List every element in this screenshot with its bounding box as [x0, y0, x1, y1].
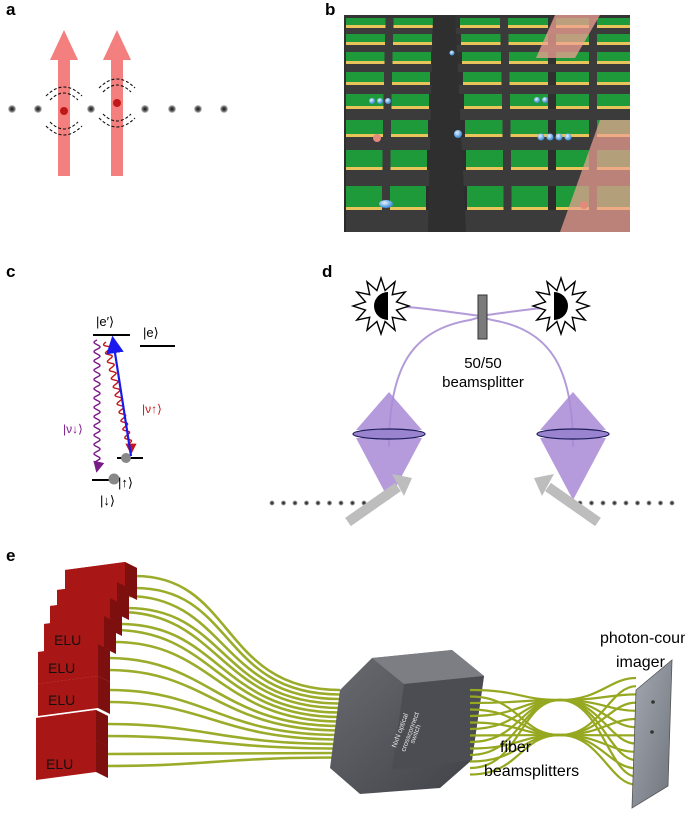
atom [315, 500, 321, 506]
beamsplitter-ratio: 50/50 [464, 355, 502, 372]
atom-row [8, 99, 228, 115]
beamsplitter-label: beamsplitter [442, 374, 524, 391]
fiber-cables [105, 574, 341, 768]
elu-box: ELU [36, 740, 108, 780]
atom [349, 500, 356, 506]
optical-switch: NxN optical crossconnect switch [330, 650, 484, 794]
atom [269, 500, 275, 506]
beamsplitter-plate [477, 294, 488, 340]
drive-arrow-left [345, 474, 412, 527]
ion-markers [369, 50, 588, 209]
panel-label-d: d [322, 262, 333, 281]
atom [588, 500, 595, 506]
fiber-label-line2: beamsplitters [484, 763, 579, 780]
excitation-arrow [106, 335, 133, 457]
photon-wave-down [93, 339, 105, 473]
lens-right [536, 392, 610, 500]
panel-b-trap-grid [344, 15, 630, 232]
atom-chain-right [577, 500, 675, 506]
atom [611, 500, 618, 506]
panel-label-e: e [6, 546, 16, 565]
detector-left [350, 275, 412, 337]
imager-label-line2: imager [616, 654, 666, 671]
elu-label: ELU [48, 660, 75, 676]
elu-label: ELU [46, 756, 73, 772]
panel-c-level-diagram: |e′⟩ |e⟩ |ν↓⟩ |ν↑⟩ |↓⟩ |↑⟩ [63, 314, 175, 508]
fiber-beamsplitter-cables [469, 676, 637, 786]
panel-label-b: b [325, 0, 336, 19]
lens-left [352, 392, 426, 500]
label-ground-down: |↓⟩ [100, 493, 115, 508]
elu-label: ELU [48, 692, 75, 708]
label-ground-up: |↑⟩ [118, 475, 133, 490]
panel-a-ion-chain [8, 30, 228, 176]
atom [646, 500, 652, 506]
detector-right [530, 275, 592, 337]
excitation-arcs [45, 78, 136, 136]
elu-box [36, 710, 108, 750]
atom [326, 500, 333, 506]
label-e: |e⟩ [143, 325, 159, 340]
atom-population-up [121, 453, 131, 463]
label-e-prime: |e′⟩ [96, 314, 114, 329]
atom [600, 500, 606, 506]
atom [338, 500, 344, 506]
photon-imager [631, 659, 673, 809]
atom [623, 500, 629, 506]
label-photon-up: |ν↑⟩ [142, 402, 162, 416]
atom-chain-left [269, 500, 367, 506]
panel-e-network: ELU ELU ELU ELU NxN optical crossconnect sw… [36, 562, 685, 809]
elu-label: ELU [54, 632, 81, 648]
elu-box: ELU [38, 676, 110, 716]
panel-label-c: c [6, 262, 16, 281]
laser-beam-left [50, 30, 78, 176]
atom [657, 500, 664, 506]
fiber-label-line1: fiber [500, 739, 532, 756]
label-photon-down: |ν↓⟩ [63, 422, 83, 436]
atom [303, 500, 310, 506]
atom [669, 500, 675, 506]
atom [634, 500, 641, 506]
laser-beam-right [103, 30, 131, 176]
laser-spot-bottom [560, 120, 630, 232]
atom [292, 500, 298, 506]
atom [280, 500, 287, 506]
elu-stack: ELU ELU ELU ELU [36, 562, 137, 780]
elu-box: ELU [38, 644, 110, 684]
laser-spot-top [536, 15, 600, 58]
drive-arrow-right [534, 474, 601, 527]
imager-label-line1: photon-counting [600, 630, 685, 647]
panel-label-a: a [6, 0, 16, 19]
photon-wave-up [102, 341, 137, 455]
atom-population [108, 473, 120, 485]
panel-d-interferometer: 50/50 beamsplitter [269, 275, 675, 527]
